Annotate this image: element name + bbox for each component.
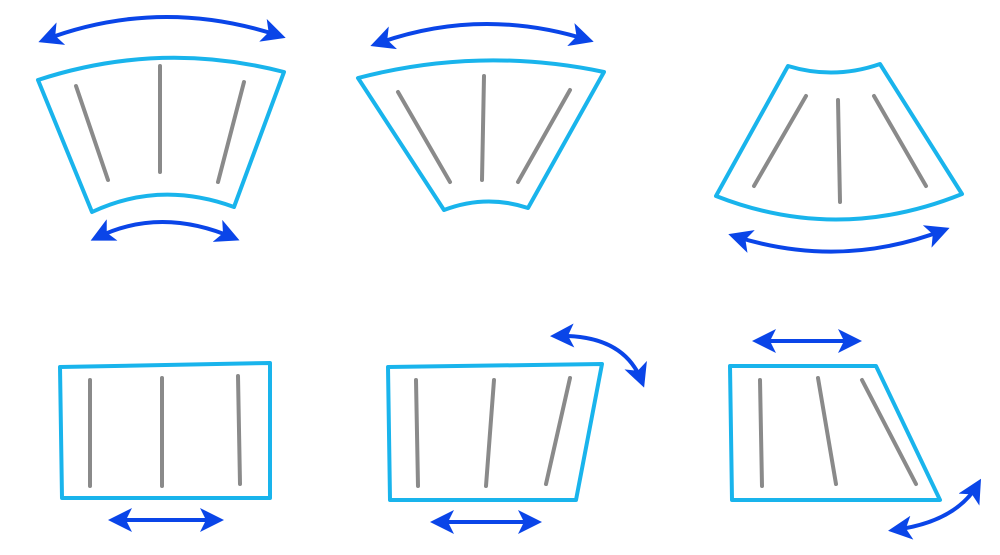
double-arrow-curved-corner [550,323,647,388]
rectangle-outline [58,361,272,500]
fan-outline [714,62,964,222]
skewed-rectangle-outline [386,362,604,502]
fan-outline [36,55,286,214]
shape-trapezoid [728,329,982,540]
stripe [216,80,246,184]
stripe [836,98,842,204]
stripe [414,378,420,488]
stripe [860,378,918,486]
double-arrow-curved [90,219,240,242]
stripe [74,84,110,182]
shape-fan-narrow-bottom [36,15,286,242]
stripe [758,378,764,488]
shape-fan-narrow-bottom-wide [356,21,606,212]
stripe [516,88,572,184]
shape-skewed-rectangle [386,323,647,534]
double-arrow-curved [370,21,594,50]
stripe [816,376,838,486]
stripe [236,374,242,486]
shape-rectangle [58,361,272,532]
double-arrow-curved-corner [888,478,982,540]
shape-fan-narrow-top [714,62,964,254]
stripe [480,74,486,182]
double-arrow-curved [38,15,286,45]
stripe [484,378,496,488]
stripe [396,90,452,184]
double-arrow-curved [728,225,950,254]
fan-outline [356,58,606,212]
stripe [752,94,808,188]
stripe [872,94,928,188]
stripe [544,376,572,486]
